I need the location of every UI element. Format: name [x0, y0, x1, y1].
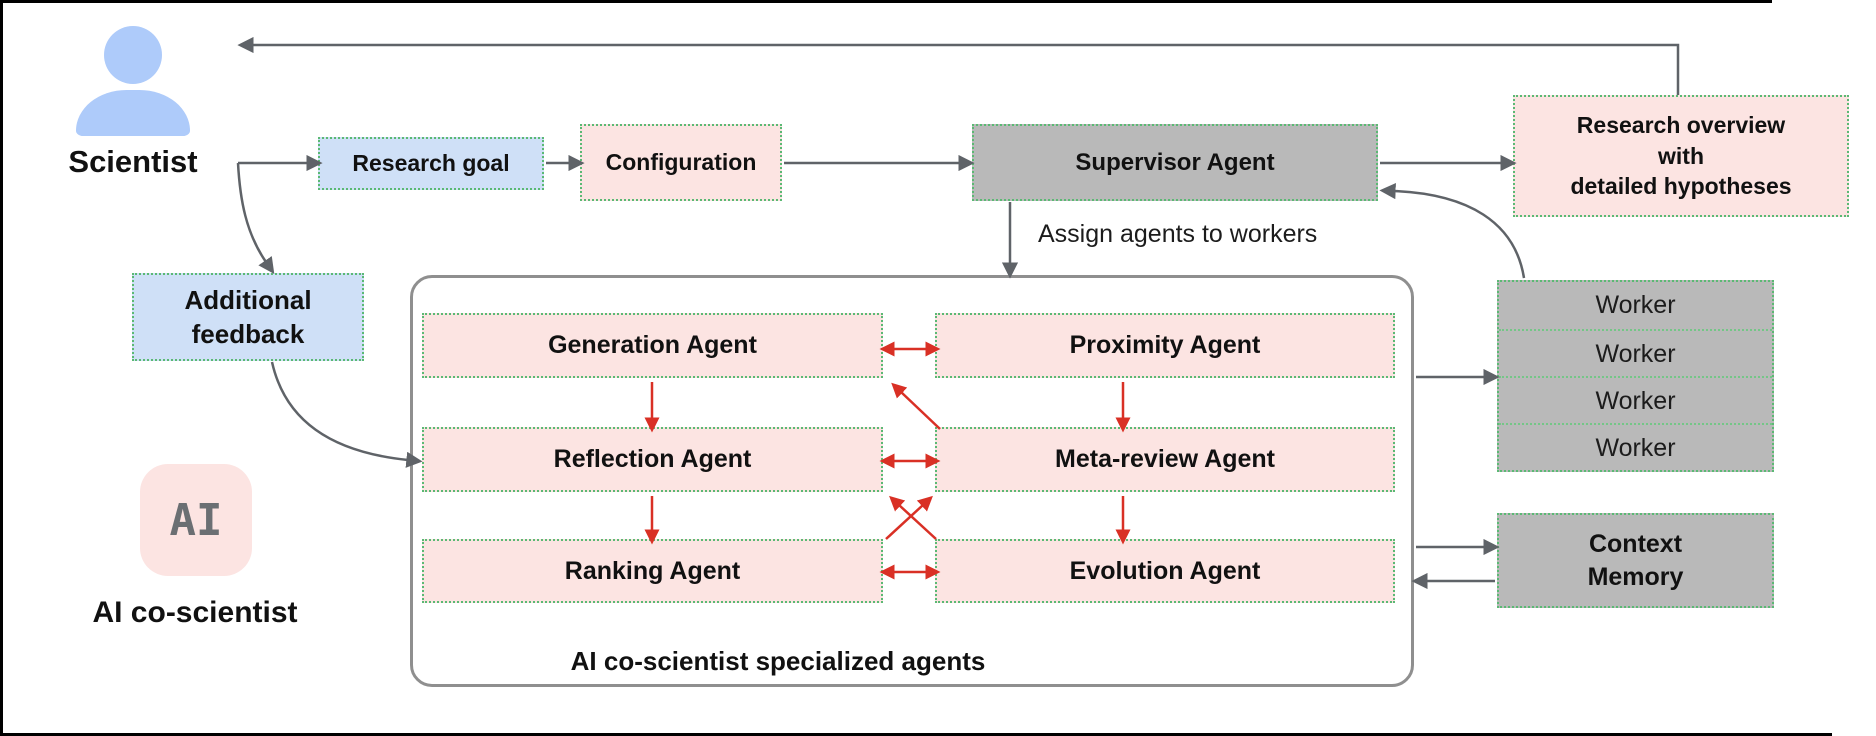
context-memory-line: Context [1588, 529, 1683, 558]
evolution-agent-box: Evolution Agent [935, 539, 1395, 603]
configuration-box: Configuration [580, 124, 782, 201]
research-overview-line: with [1658, 142, 1704, 169]
additional-feedback-line: Additional [184, 284, 312, 315]
supervisor-agent-box: Supervisor Agent [972, 124, 1378, 201]
arrow-overview-to-scientist [237, 36, 1680, 95]
frame-border-bottom [0, 733, 1832, 736]
agents-caption: AI co-scientist specialized agents [570, 646, 986, 676]
research-overview-box: Research overview with detailed hypothes… [1513, 95, 1849, 217]
arrow-feedback-to-reflection [270, 361, 423, 468]
additional-feedback-line: feedback [191, 319, 305, 349]
generation-agent-box: Generation Agent [422, 313, 883, 378]
worker-row: Worker [1595, 291, 1676, 319]
frame-border-top [0, 0, 1772, 3]
ai-coscientist-label: AI co-scientist [92, 596, 298, 629]
scientist-label: Scientist [68, 144, 198, 179]
additional-feedback-box: Additional feedback [132, 273, 364, 361]
workers-box: Worker Worker Worker Worker [1497, 280, 1774, 472]
specialized-agents-container [410, 275, 1414, 687]
research-goal-box: Research goal [318, 137, 544, 190]
ranking-agent-box: Ranking Agent [422, 539, 883, 603]
meta-review-agent-box: Meta-review Agent [935, 427, 1395, 492]
context-memory-line: Memory [1587, 562, 1684, 591]
research-overview-line: Research overview [1576, 112, 1786, 139]
assign-agents-label: Assign agents to workers [1038, 220, 1318, 248]
proximity-agent-box: Proximity Agent [935, 313, 1395, 378]
reflection-agent-box: Reflection Agent [422, 427, 883, 492]
worker-row: Worker [1499, 376, 1772, 423]
scientist-icon-body [76, 90, 190, 136]
arrow-scientist-to-additional-feedback [236, 162, 275, 275]
frame-border-left [0, 0, 3, 736]
scientist-icon [104, 26, 162, 84]
arrow-workers-to-supervisor [1379, 182, 1526, 279]
worker-row: Worker [1499, 329, 1772, 376]
context-memory-box: Context Memory [1497, 513, 1774, 608]
research-overview-line: detailed hypotheses [1570, 173, 1792, 200]
worker-row: Worker [1499, 423, 1772, 470]
ai-icon: AI [140, 464, 252, 576]
